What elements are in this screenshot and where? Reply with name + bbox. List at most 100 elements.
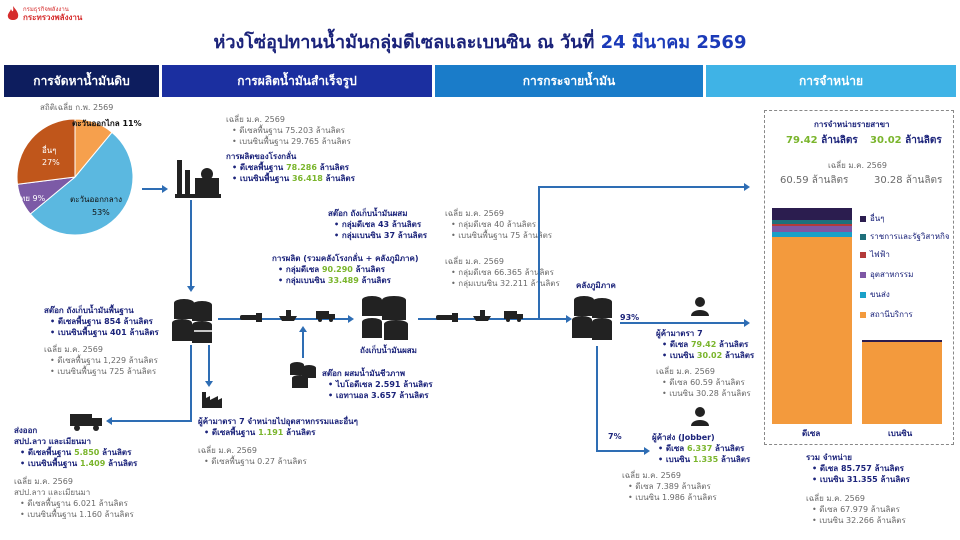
- trader7-label: ผู้ค้ามาตรา 7: [656, 329, 703, 338]
- export-avg-label2: สปป.ลาว และเมียนมา: [14, 488, 91, 497]
- pie-label-far-east: ตะวันออกไกล 11%: [72, 119, 142, 128]
- refinery-prod-label: การผลิตของโรงกลั่น: [226, 152, 297, 161]
- legend-transport: ขนส่ง: [860, 288, 890, 301]
- branch-diesel: 79.42 ล้านลิตร: [786, 135, 858, 146]
- production-benzine: • กลุ่มเบนซิน 33.489 ล้านลิตร: [278, 276, 391, 285]
- production-avg-label: เฉลี่ย ม.ค. 2569: [445, 257, 504, 266]
- totals-label: รวม จำหน่าย: [806, 453, 852, 462]
- base-tanks-icon: [172, 299, 212, 343]
- blend-avg-label: เฉลี่ย ม.ค. 2569: [445, 209, 504, 218]
- pct-7: 7%: [608, 432, 622, 441]
- header-crude: การจัดหาน้ำมันดิบ: [4, 65, 159, 97]
- bio-tanks-icon: [290, 362, 316, 388]
- sales-box: [764, 110, 954, 445]
- header-distribute: การกระจายน้ำมัน: [435, 65, 703, 97]
- benzine-stacked-bar: [862, 340, 942, 424]
- industrial-avg-diesel: • ดีเซลพื้นฐาน 0.27 ล้านลิตร: [204, 457, 307, 466]
- header-sell: การจำหน่าย: [706, 65, 956, 97]
- branch-avg-benzine: 30.28 ล้านลิตร: [874, 175, 943, 186]
- logo-line1: กรมธุรกิจพลังงาน: [23, 6, 69, 13]
- branch-avg-label: เฉลี่ย ม.ค. 2569: [828, 161, 887, 170]
- export-truck-icon: [70, 414, 102, 431]
- pie-stat-label: สถิติเฉลี่ย ก.พ. 2569: [40, 103, 114, 112]
- export-avg-diesel: • ดีเซลพื้นฐาน 6.021 ล้านลิตร: [20, 499, 128, 508]
- diesel-seg-power: [772, 224, 852, 226]
- industrial-avg-label: เฉลี่ย ม.ค. 2569: [198, 446, 257, 455]
- pct-93: 93%: [620, 313, 640, 322]
- bio-stock-ethanol: • เอทานอล 3.657 ล้านลิตร: [328, 391, 429, 400]
- page-title: ห่วงโซ่อุปทานน้ำมันกลุ่มดีเซลและเบนซิน ณ…: [0, 27, 960, 56]
- blend-tanks-icon: [362, 296, 408, 340]
- pie-label-thai: ไทย 9%: [16, 194, 46, 203]
- pie-slice-2: [16, 118, 76, 185]
- export-avg-label: เฉลี่ย ม.ค. 2569: [14, 477, 73, 486]
- legend-other: อื่นๆ: [860, 212, 885, 225]
- export-label: ส่งออก: [14, 426, 38, 435]
- legend-power: ไฟฟ้า: [860, 248, 890, 261]
- ship-icon-2: [473, 310, 491, 321]
- pie-slice-0: [29, 131, 134, 236]
- trader7-benzine: • เบนซิน 30.02 ล้านลิตร: [662, 351, 755, 360]
- blend-stock-benzine: • กลุ่มเบนซิน 37 ล้านลิตร: [334, 231, 428, 240]
- jobber-avg-benzine: • เบนซิน 1.986 ล้านลิตร: [628, 493, 717, 502]
- trader7-diesel: • ดีเซล 79.42 ล้านลิตร: [662, 340, 749, 349]
- refinery-icon: [175, 160, 221, 198]
- pie-label-other: อื่นๆ: [42, 146, 57, 155]
- title-date: 24 มีนาคม 2569: [600, 32, 747, 53]
- regional-label: คลังภูมิภาค: [576, 281, 616, 290]
- flame-logo-icon: [7, 6, 19, 20]
- pie-slice-1: [74, 118, 113, 179]
- production-label: การผลิต (รวมคลังโรงกลั่น + คลังภูมิภาค): [272, 254, 419, 263]
- jobber-avg-label: เฉลี่ย ม.ค. 2569: [622, 471, 681, 480]
- blend-avg-benzine: • เบนซินพื้นฐาน 75 ล้านลิตร: [451, 231, 553, 240]
- totals-avg-label: เฉลี่ย ม.ค. 2569: [806, 494, 865, 503]
- benzine-seg-station: [862, 342, 942, 424]
- export-label2: สปป.ลาว และเมียนมา: [14, 437, 92, 446]
- blend-tank-label: ถังเก็บน้ำมันผสม: [360, 346, 417, 355]
- diesel-stacked-bar: [772, 208, 852, 424]
- bio-stock-biodiesel: • ไบโอดีเซล 2.591 ล้านลิตร: [328, 380, 433, 389]
- base-stock-benzine: • เบนซินพื้นฐาน 401 ล้านลิตร: [50, 328, 159, 337]
- logo-line2: กระทรวงพลังงาน: [23, 13, 83, 22]
- branch-benzine: 30.02 ล้านลิตร: [870, 135, 942, 146]
- blend-avg-diesel: • กลุ่มดีเซล 40 ล้านลิตร: [451, 220, 537, 229]
- industrial-diesel: • ดีเซลพื้นฐาน 1.191 ล้านลิตร: [204, 428, 316, 437]
- diesel-seg-station: [772, 237, 852, 424]
- industrial-label: ผู้ค้ามาตรา 7 จำหน่ายไปอุตสาหกรรมและอื่น…: [198, 417, 358, 426]
- bar-label-benzine: เบนซิน: [888, 429, 913, 438]
- jobber-diesel: • ดีเซล 6.337 ล้านลิตร: [658, 444, 745, 453]
- trader7-avg-label: เฉลี่ย ม.ค. 2569: [656, 367, 715, 376]
- trader7-avg-benzine: • เบนซิน 30.28 ล้านลิตร: [662, 389, 751, 398]
- title-main: ห่วงโซ่อุปทานน้ำมันกลุ่มดีเซลและเบนซิน ณ…: [213, 32, 601, 53]
- diesel-seg-transport: [772, 232, 852, 237]
- refinery-prod-diesel: • ดีเซลพื้นฐาน 78.286 ล้านลิตร: [232, 163, 349, 172]
- diesel-seg-gov: [772, 220, 852, 224]
- truck-icon: [316, 311, 335, 322]
- factory-icon: [202, 392, 222, 408]
- diesel-seg-industry: [772, 226, 852, 232]
- pie-label-other-pct: 27%: [42, 158, 60, 167]
- ship-icon: [279, 310, 297, 321]
- pie-label-middle-east-pct: 53%: [92, 208, 110, 217]
- totals-avg-diesel: • ดีเซล 67.979 ล้านลิตร: [812, 505, 900, 514]
- jobber-benzine: • เบนซิน 1.335 ล้านลิตร: [658, 455, 751, 464]
- pie-label-middle-east: ตะวันออกกลาง: [70, 195, 123, 204]
- branch-label: การจำหน่ายรายสาขา: [814, 120, 890, 129]
- trader7-avg-diesel: • ดีเซล 60.59 ล้านลิตร: [662, 378, 745, 387]
- base-stock-label: สต๊อก ถังเก็บน้ำมันพื้นฐาน: [44, 306, 134, 315]
- export-diesel: • ดีเซลพื้นฐาน 5.850 ล้านลิตร: [20, 448, 132, 457]
- legend-gov: ราชการและรัฐวิสาหกิจ: [860, 230, 950, 243]
- regional-tanks-icon: [572, 296, 612, 340]
- legend-industry: อุตสาหกรรม: [860, 268, 913, 281]
- base-avg-label: เฉลี่ย ม.ค. 2569: [44, 345, 103, 354]
- export-benzine: • เบนซินพื้นฐาน 1.409 ล้านลิตร: [20, 459, 138, 468]
- refinery-avg-benzine: • เบนซินพื้นฐาน 29.765 ล้านลิตร: [232, 137, 351, 146]
- production-avg-benzine: • กลุ่มเบนซิน 32.211 ล้านลิตร: [451, 279, 560, 288]
- base-avg-benzine: • เบนซินพื้นฐาน 725 ล้านลิตร: [50, 367, 157, 376]
- totals-diesel: • ดีเซล 85.757 ล้านลิตร: [812, 464, 904, 473]
- bar-label-diesel: ดีเซล: [802, 429, 821, 438]
- jobber-label: ผู้ค้าส่ง (Jobber): [652, 433, 715, 442]
- truck-icon-2: [504, 311, 523, 322]
- header-refine: การผลิตน้ำมันสำเร็จรูป: [162, 65, 432, 97]
- trader-person-icon: [691, 297, 709, 316]
